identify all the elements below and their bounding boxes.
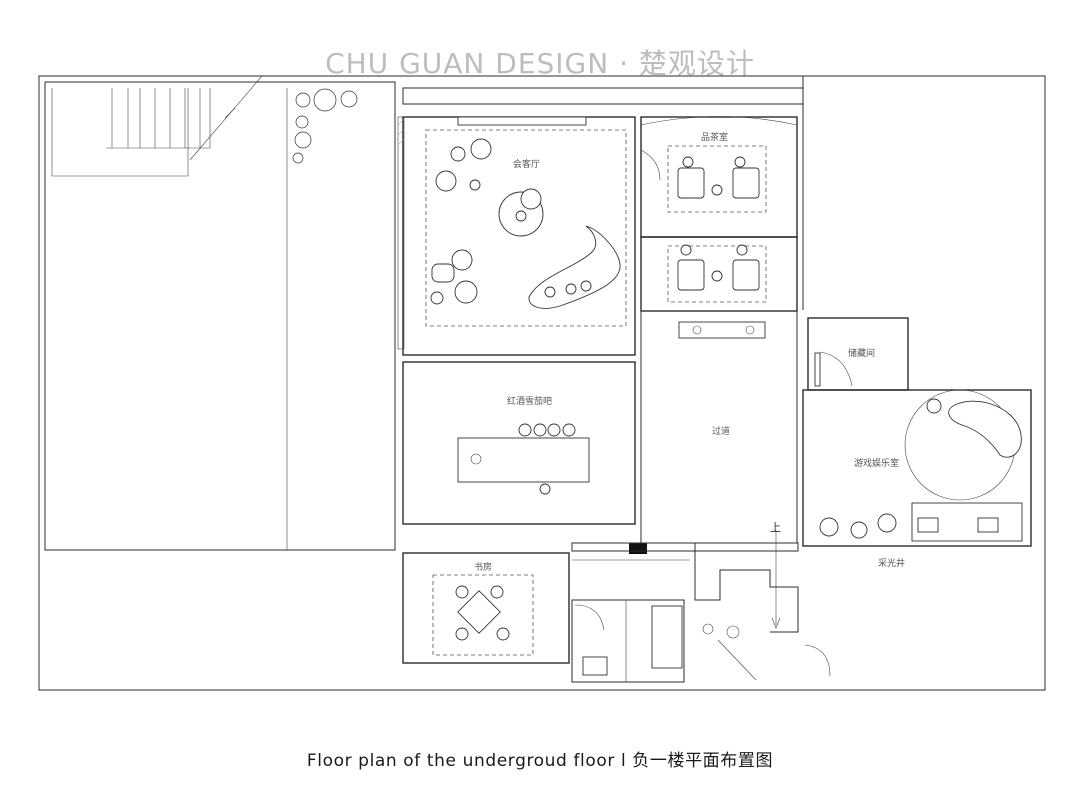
- room-study: [402, 552, 570, 664]
- label-game-room: 游戏娱乐室: [854, 457, 899, 469]
- room-walkway: [640, 310, 798, 544]
- label-lounge: 会客厅: [513, 158, 540, 170]
- room-bar: [402, 361, 647, 554]
- left-yard: [44, 75, 396, 551]
- up-arrow-label: 上: [770, 521, 781, 534]
- room-tea: [640, 116, 798, 238]
- plants: [292, 88, 358, 164]
- room-lounge: [397, 116, 636, 356]
- label-bar: 红酒雪茄吧: [507, 395, 552, 407]
- outer-frame: [38, 75, 1046, 691]
- label-storage: 储藏间: [848, 347, 875, 359]
- left-stair: [106, 75, 263, 161]
- label-tea-room: 品茶室: [701, 131, 728, 143]
- room-tea-2: [640, 236, 798, 312]
- label-walkway: 过道: [712, 425, 730, 437]
- label-study: 书房: [474, 561, 492, 573]
- stair-hall: 上: [571, 521, 831, 683]
- label-patio: 采光井: [878, 557, 905, 569]
- room-game: [802, 389, 1032, 547]
- plan-caption: Floor plan of the undergroud floor l 负一楼…: [306, 751, 774, 771]
- header-title: CHU GUAN DESIGN · 楚观设计: [325, 47, 755, 80]
